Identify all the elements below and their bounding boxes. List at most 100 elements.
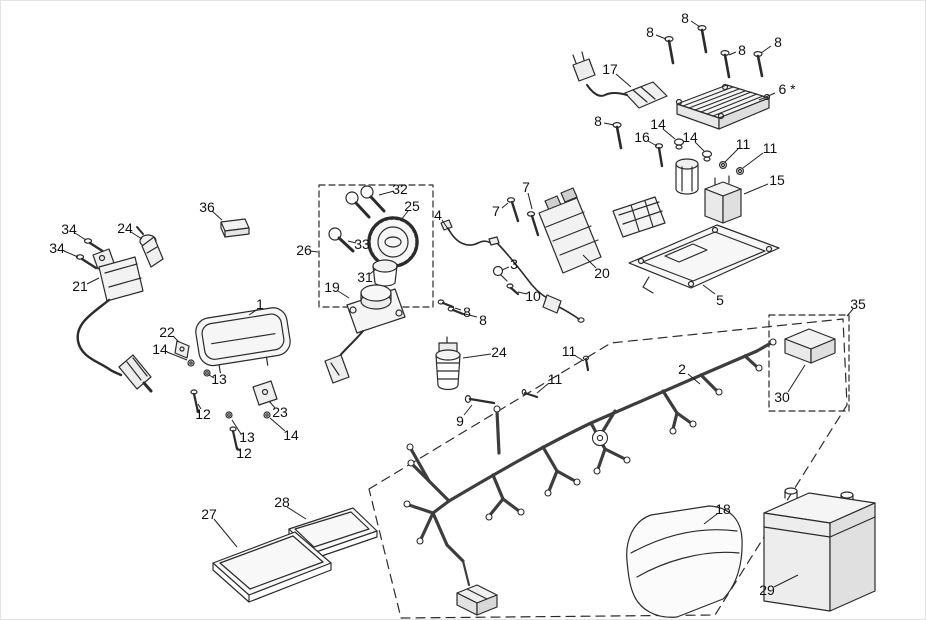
callout-label-11: 11 (736, 136, 751, 152)
callout-label-32: 32 (392, 181, 408, 197)
callout-label-8: 8 (681, 10, 689, 26)
regulator-20 (538, 187, 602, 274)
ignition-coil-21 (76, 248, 153, 393)
callout-label-35: 35 (850, 296, 866, 312)
callout-label-14: 14 (650, 116, 666, 132)
spacer-36 (220, 218, 250, 238)
callout-leader-14 (269, 417, 286, 432)
callout-leader-10 (517, 291, 528, 295)
screw-16-icon (654, 143, 664, 168)
callout-leader-8 (464, 313, 478, 318)
callout-label-2: 2 (678, 361, 686, 377)
callout-leader-29 (773, 574, 799, 588)
callout-label-17: 17 (602, 61, 618, 77)
callout-label-27: 27 (201, 506, 217, 522)
callout-leader-25 (400, 210, 409, 221)
keys-32 (345, 185, 386, 219)
sender-31 (372, 259, 398, 287)
callout-label-23: 23 (272, 404, 288, 420)
callout-leader-14 (166, 351, 188, 361)
callout-label-13: 13 (239, 429, 255, 445)
callout-label-13: 13 (211, 371, 227, 387)
callout-leader-12 (236, 446, 241, 452)
grommets-14 (673, 138, 713, 162)
callout-leader-4 (441, 219, 451, 233)
callout-leader-15 (743, 183, 769, 195)
callout-leader-23 (268, 400, 276, 409)
callout-label-5: 5 (716, 292, 724, 308)
mounting-plate-5 (628, 224, 780, 294)
callout-label-25: 25 (404, 198, 420, 214)
screw-8-icons-top (664, 25, 764, 79)
callout-leader-36 (211, 210, 223, 221)
callout-label-12: 12 (236, 445, 252, 461)
callout-leader-32 (378, 190, 395, 196)
callout-leader-22 (172, 335, 180, 343)
screw-11-icons (521, 355, 590, 399)
callout-label-8: 8 (594, 113, 602, 129)
relay-15 (704, 175, 742, 224)
dashed-group-35 (768, 314, 850, 412)
callout-label-8: 8 (738, 42, 746, 58)
ignition-switch-19 (324, 284, 406, 384)
callout-leader-8 (728, 51, 737, 56)
callout-label-29: 29 (759, 582, 775, 598)
callout-label-4: 4 (434, 207, 442, 223)
callout-label-19: 19 (324, 279, 340, 295)
callout-leader-24 (462, 353, 492, 359)
condenser-cylinder (675, 158, 699, 195)
callout-leader-11 (724, 148, 739, 163)
callout-leader-28 (286, 506, 307, 520)
callout-label-26: 26 (296, 242, 312, 258)
callout-leader-33 (347, 240, 357, 244)
callout-leader-9 (463, 404, 473, 416)
callout-label-8: 8 (479, 312, 487, 328)
callout-label-24: 24 (117, 220, 133, 236)
callout-leader-18 (703, 513, 718, 525)
callout-leader-12 (197, 403, 202, 410)
callout-leader-11 (536, 382, 550, 394)
callout-leader-26 (309, 250, 319, 253)
callout-leader-31 (369, 268, 377, 275)
connector-17 (572, 51, 668, 109)
callout-label-20: 20 (594, 265, 610, 281)
callout-leader-11 (573, 354, 585, 362)
callout-label-34: 34 (61, 221, 77, 237)
callout-leader-13 (231, 419, 242, 435)
callout-label-12: 12 (195, 406, 211, 422)
callout-label-14: 14 (152, 341, 168, 357)
callout-label-8: 8 (463, 304, 471, 320)
screw-34-icons (75, 238, 106, 270)
callout-leader-2 (687, 373, 701, 385)
terminal-block (612, 196, 666, 238)
instrument-cluster-1 (195, 307, 291, 374)
callout-label-22: 22 (159, 324, 175, 340)
callout-leader-7 (527, 192, 533, 210)
callout-label-8: 8 (774, 34, 782, 50)
callout-leader-24 (130, 231, 143, 240)
callout-label-11: 11 (562, 343, 577, 359)
callout-label-11: 11 (548, 371, 563, 387)
callout-label-7: 7 (522, 179, 530, 195)
callout-leader-34 (74, 232, 87, 241)
callout-leader-17 (615, 73, 632, 88)
callout-label-16: 16 (634, 129, 650, 145)
fuel-cap-25 (367, 216, 419, 268)
frame-dashed-outline (368, 318, 848, 619)
ecu-module (675, 83, 771, 130)
callout-label-34: 34 (49, 240, 65, 256)
screw-7-icons (506, 197, 540, 237)
callout-label-15: 15 (769, 172, 785, 188)
callout-leader-11 (742, 152, 764, 169)
callout-leader-30 (787, 364, 806, 393)
callout-leader-8 (454, 307, 462, 311)
callout-leader-6* (758, 92, 776, 101)
key-33 (328, 227, 355, 253)
callout-label-1: 1 (256, 296, 264, 312)
harness-connector (456, 584, 498, 616)
callout-label-6*: 6 * (778, 81, 796, 97)
callout-leader-8 (603, 122, 615, 126)
callout-leader-16 (647, 140, 658, 147)
callout-label-33: 33 (354, 236, 370, 252)
